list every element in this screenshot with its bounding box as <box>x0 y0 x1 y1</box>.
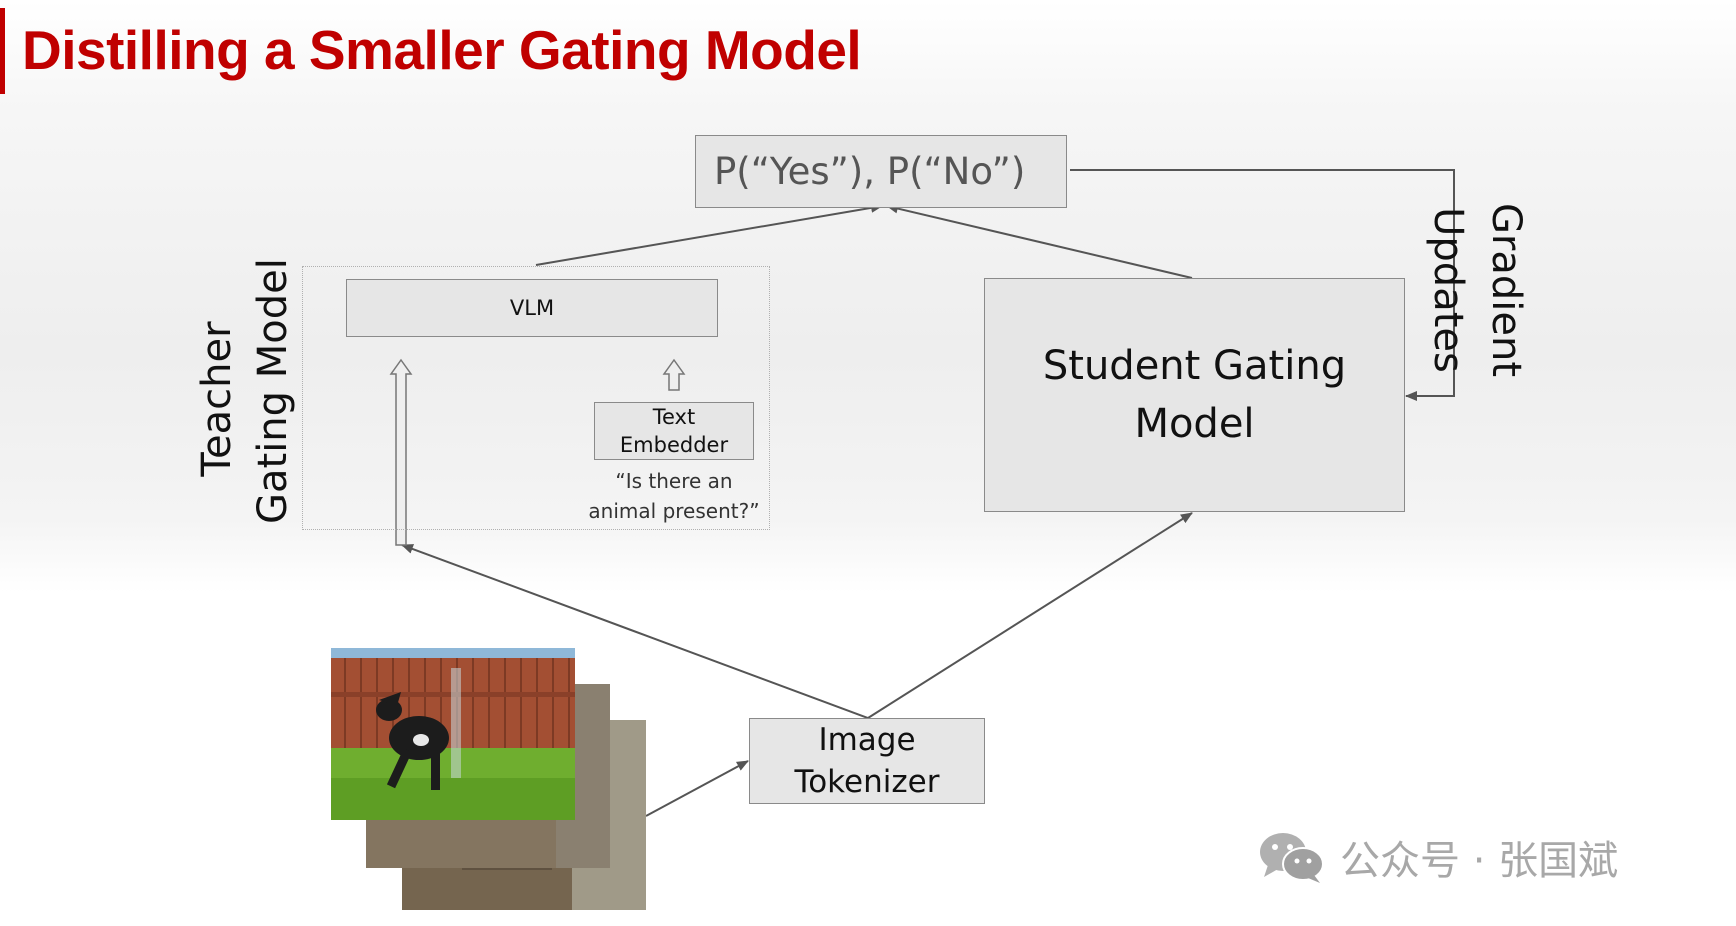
teacher-label-line1: Teacher <box>194 321 240 477</box>
image-tokenizer-box: Image Tokenizer <box>749 718 985 804</box>
teacher-label-line2: Gating Model <box>250 258 296 524</box>
tokenizer-line2: Tokenizer <box>794 764 940 800</box>
watermark-text: 公众号 · 张国斌 <box>1340 838 1619 884</box>
prompt-question-line2: animal present?” <box>588 499 760 523</box>
embedder-to-vlm-block-arrow <box>662 358 686 391</box>
prompt-question: “Is there an animal present?” <box>572 466 776 526</box>
output-probabilities-box: P(“Yes”), P(“No”) <box>695 135 1067 208</box>
vlm-label: VLM <box>509 296 555 320</box>
student-label-line1: Student Gating <box>1042 343 1347 389</box>
tokenizer-line1: Image <box>818 722 916 758</box>
vlm-box: VLM <box>346 279 718 337</box>
images-to-tokenizer-arrow <box>645 760 749 817</box>
wechat-icon <box>1260 833 1324 883</box>
text-embedder-box: Text Embedder <box>594 402 754 460</box>
student-to-output-arrow <box>886 203 1193 279</box>
watermark: 公众号 · 张国斌 <box>1258 828 1618 886</box>
text-embedder-line2: Embedder <box>619 433 729 457</box>
tokenizer-to-student-arrow <box>867 512 1193 719</box>
student-gating-model-box: Student Gating Model <box>984 278 1405 512</box>
gradient-updates-arrow <box>1070 169 1455 401</box>
prompt-question-line1: “Is there an <box>615 469 733 493</box>
tokenizer-to-teacher-arrow <box>401 544 869 719</box>
title-accent-bar <box>0 8 5 94</box>
gradient-label-line2: Updates <box>1425 207 1471 373</box>
teacher-model-region <box>302 266 770 530</box>
gradient-updates-label: Gradient Updates <box>1419 202 1535 378</box>
input-image-dog-photo <box>331 648 575 820</box>
output-probabilities-label: P(“Yes”), P(“No”) <box>714 150 1026 193</box>
student-label-line2: Model <box>1134 401 1255 447</box>
gradient-label-line1: Gradient <box>1483 202 1529 378</box>
text-embedder-line1: Text <box>652 405 696 429</box>
teacher-gating-model-label: Teacher Gating Model <box>189 258 301 524</box>
vlm-to-output-arrow <box>535 202 883 266</box>
slide-title: Distilling a Smaller Gating Model <box>22 19 862 81</box>
image-to-vlm-block-arrow <box>389 358 413 546</box>
